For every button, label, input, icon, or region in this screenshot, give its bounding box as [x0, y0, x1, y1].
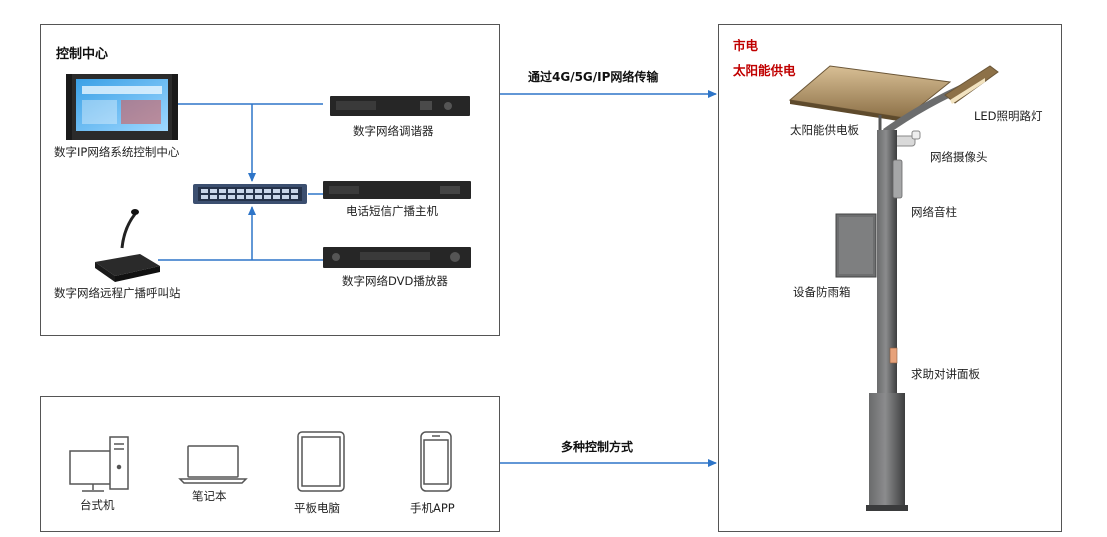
control-center-wiring: [158, 103, 323, 261]
paging-station-icon: [95, 209, 160, 282]
laptop-icon: [178, 445, 248, 484]
dvd-player-label: 数字网络DVD播放器: [342, 274, 448, 288]
system-control-label: 数字IP网络系统控制中心: [54, 145, 180, 159]
solar-panel-label: 太阳能供电板: [790, 123, 859, 137]
power-solar-label: 太阳能供电: [733, 63, 796, 78]
transmission-arrows: [500, 90, 717, 467]
smartphone-icon: [420, 431, 452, 492]
network-link-label: 通过4G/5G/IP网络传输: [528, 70, 659, 84]
desktop-icon: [69, 436, 129, 492]
desktop-label: 台式机: [80, 498, 115, 512]
tablet-icon: [297, 431, 345, 492]
speaker-column-label: 网络音柱: [911, 205, 957, 219]
phone-app-label: 手机APP: [410, 501, 455, 515]
tablet-label: 平板电脑: [294, 501, 340, 515]
camera-label: 网络摄像头: [930, 150, 988, 164]
led-light-label: LED照明路灯: [974, 109, 1043, 123]
network-switch-icon: [193, 184, 307, 204]
laptop-label: 笔记本: [192, 489, 227, 503]
smart-pole-illustration: [788, 65, 999, 511]
intercom-panel-label: 求助对讲面板: [911, 367, 980, 381]
paging-station-label: 数字网络远程广播呼叫站: [54, 286, 181, 300]
power-city-label: 市电: [733, 38, 759, 53]
phone-sms-host-icon: [323, 181, 471, 199]
rain-box-label: 设备防雨箱: [793, 285, 851, 299]
tuner-device-icon: [330, 96, 470, 116]
system-control-monitor-icon: [66, 74, 178, 140]
control-center-title: 控制中心: [56, 47, 109, 62]
control-modes-label: 多种控制方式: [561, 440, 634, 454]
phone-sms-label: 电话短信广播主机: [346, 204, 438, 218]
dvd-player-icon: [323, 247, 471, 268]
tuner-label: 数字网络调谐器: [353, 124, 434, 138]
